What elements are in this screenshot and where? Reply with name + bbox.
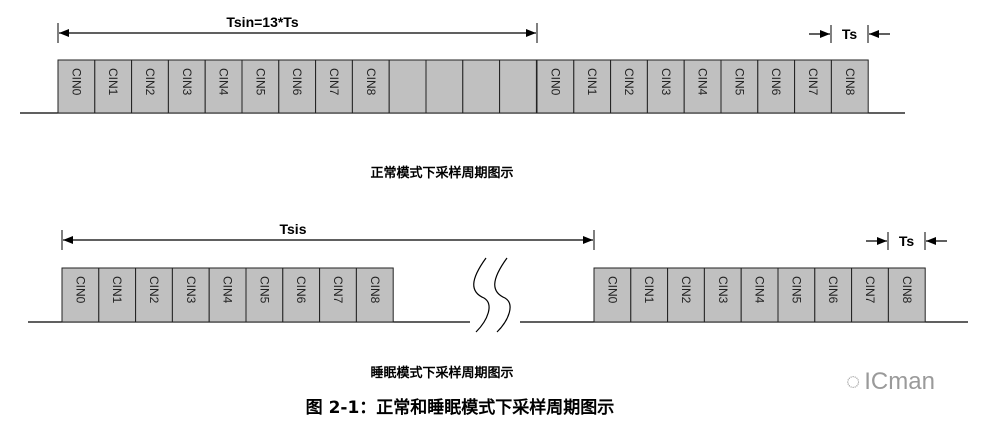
sleep-slot [282, 267, 321, 323]
figure-caption: 图 2-1：正常和睡眠模式下采样周期图示 [305, 398, 615, 418]
normal-slot-label: CIN4 [696, 68, 710, 96]
watermark: ◌ICman [842, 368, 935, 396]
normal-slot [388, 59, 427, 114]
normal-slot [720, 59, 759, 114]
normal-slot [757, 59, 796, 114]
wechat-icon: ◌ [846, 368, 861, 395]
sleep-slot [319, 267, 357, 323]
normal-slot-label: CIN2 [143, 68, 157, 96]
sleep-slot-label: CIN2 [679, 276, 693, 304]
normal-slot [351, 59, 390, 114]
normal-slot-label: CIN5 [253, 68, 267, 96]
normal-ts-label: Ts [842, 26, 858, 42]
normal-slot-label: CIN6 [290, 68, 304, 96]
normal-slot-label: CIN4 [217, 68, 231, 96]
normal-slot-label: CIN3 [659, 68, 673, 96]
sleep-slot-label: CIN7 [863, 276, 877, 304]
normal-slot-label: CIN3 [180, 68, 194, 96]
sleep-slot [593, 267, 632, 323]
normal-slot-label: CIN0 [69, 68, 83, 96]
sleep-slot-label: CIN1 [642, 276, 656, 304]
normal-span-label: Tsin=13*Ts [226, 14, 298, 30]
normal-slot [425, 59, 464, 114]
break-mark-left [473, 257, 490, 333]
normal-slot-label: CIN8 [843, 68, 857, 96]
sleep-slot-label: CIN6 [826, 276, 840, 304]
sleep-slot [777, 267, 816, 323]
sleep-slot [667, 267, 705, 323]
normal-slot [830, 59, 869, 114]
sleep-slot-label: CIN1 [110, 276, 124, 304]
sleep-slot-label: CIN7 [331, 276, 345, 304]
normal-slot [499, 59, 537, 114]
normal-slot-label: CIN1 [585, 68, 599, 96]
sleep-slot [171, 267, 210, 323]
sleep-slot-label: CIN3 [716, 276, 730, 304]
normal-slot [462, 59, 501, 114]
sleep-slot [208, 267, 247, 323]
sleep-slot [245, 267, 284, 323]
sleep-slot [135, 267, 173, 323]
sleep-slot [740, 267, 779, 323]
sleep-slot [355, 267, 394, 323]
sleep-slot-label: CIN4 [221, 276, 235, 304]
sleep-slot-label: CIN6 [294, 276, 308, 304]
normal-slot [646, 59, 685, 114]
normal-slot-label: CIN1 [106, 68, 120, 96]
normal-slot-label: CIN0 [548, 68, 562, 96]
sleep-slot-label: CIN8 [368, 276, 382, 304]
normal-mode-caption: 正常模式下采样周期图示 [370, 166, 514, 181]
normal-slot [794, 59, 832, 114]
break-mark-right [494, 257, 511, 333]
normal-slot-label: CIN5 [732, 68, 746, 96]
break-gap [470, 300, 520, 330]
sleep-span-label: Tsis [280, 221, 307, 237]
normal-slot [241, 59, 280, 114]
normal-slot-label: CIN7 [327, 68, 341, 96]
normal-slot [94, 59, 133, 114]
normal-slot [683, 59, 722, 114]
sleep-slot-label: CIN8 [900, 276, 914, 304]
sleep-slot-label: CIN4 [753, 276, 767, 304]
normal-slot [131, 59, 169, 114]
sleep-slot-label: CIN0 [73, 276, 87, 304]
normal-slot-label: CIN2 [622, 68, 636, 96]
sleep-slot-label: CIN2 [147, 276, 161, 304]
normal-slot-label: CIN7 [806, 68, 820, 96]
sleep-slot-label: CIN0 [605, 276, 619, 304]
sleep-slot [887, 267, 926, 323]
normal-slot-label: CIN8 [364, 68, 378, 96]
normal-slot-label: CIN6 [769, 68, 783, 96]
sleep-slot-label: CIN3 [184, 276, 198, 304]
normal-slot [573, 59, 612, 114]
watermark-text: ICman [864, 368, 935, 395]
sleep-slot-label: CIN5 [257, 276, 271, 304]
sleep-slot [61, 267, 100, 323]
sleep-slot-label: CIN5 [789, 276, 803, 304]
sleep-slot [814, 267, 853, 323]
sleep-ts-label: Ts [899, 233, 915, 249]
sleep-mode-caption: 睡眠模式下采样周期图示 [370, 366, 514, 381]
normal-slot [536, 59, 575, 114]
